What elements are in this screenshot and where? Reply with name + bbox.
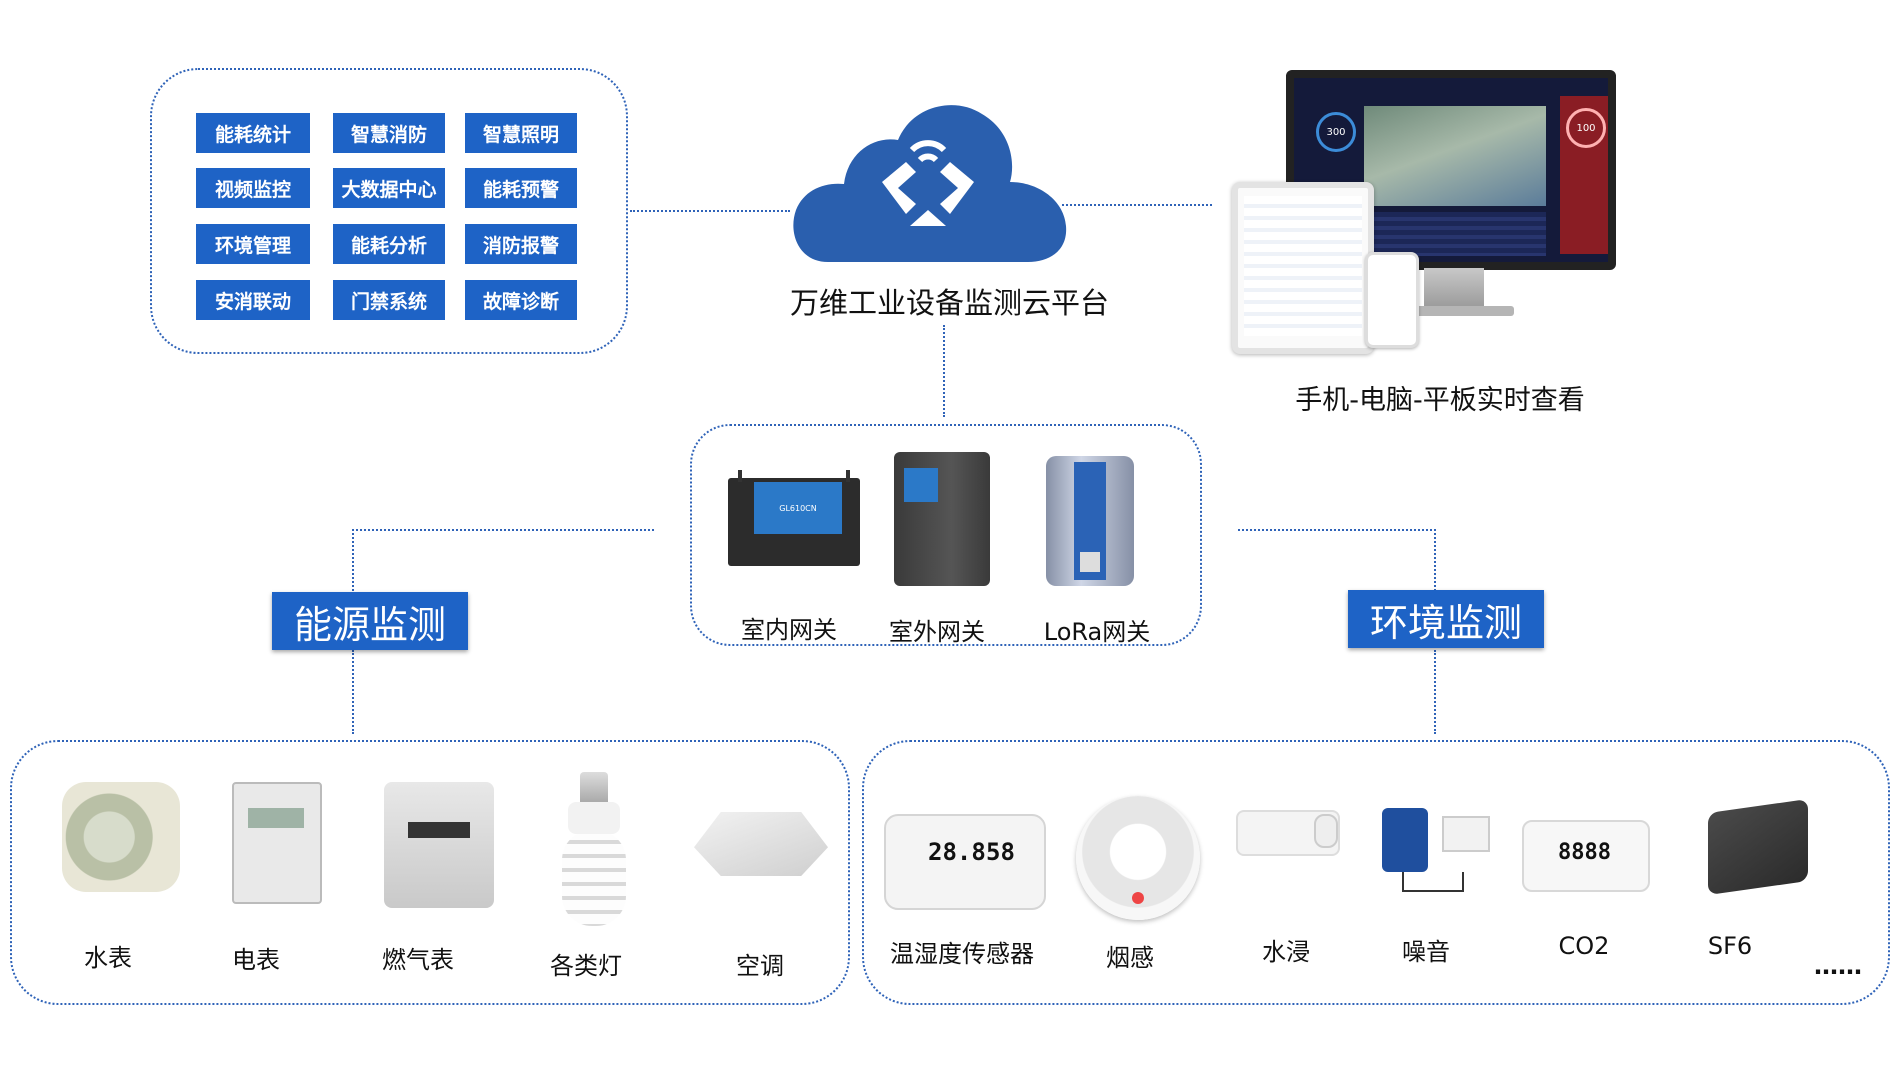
monitor-table [1364, 212, 1546, 256]
monitor-right-gauge: 100 [1566, 108, 1606, 148]
electric-meter-image [232, 782, 322, 904]
connector-gateway-energy [352, 529, 654, 531]
feature-security-fire-link[interactable]: 安消联动 [196, 280, 310, 320]
feature-video-monitoring[interactable]: 视频监控 [196, 168, 310, 208]
temp-humidity-sensor-image: 28.8 58 [884, 814, 1046, 910]
env-device-sf6: SF6 [1707, 932, 1753, 960]
air-conditioner-image [694, 812, 828, 876]
outdoor-gateway-label [904, 468, 938, 502]
lamp-neck [568, 802, 620, 834]
antenna-icon [738, 470, 742, 482]
feature-access-control[interactable]: 门禁系统 [333, 280, 445, 320]
feature-energy-analysis[interactable]: 能耗分析 [333, 224, 445, 264]
water-meter-image [62, 782, 180, 892]
indoor-gateway-panel: GL610CN [754, 482, 842, 534]
noise-sensor-probe [1442, 816, 1490, 852]
feature-environment-mgmt[interactable]: 环境管理 [196, 224, 310, 264]
sensor-temp-readout: 28.8 [928, 838, 986, 866]
connector-environment-top [1434, 529, 1436, 591]
water-leak-probe [1314, 814, 1338, 848]
indoor-gateway-image: GL610CN [724, 470, 864, 566]
gas-meter-counter [408, 822, 470, 838]
energy-device-electric-meter: 电表 [232, 946, 280, 974]
environment-devices-panel [862, 740, 1890, 1005]
category-energy-monitoring: 能源监测 [272, 592, 468, 650]
noise-sensor-cable [1402, 872, 1464, 892]
viewing-caption: 手机-电脑-平板实时查看 [1295, 385, 1585, 416]
monitor-stand [1424, 268, 1484, 308]
connector-cloud-gateways [943, 325, 945, 417]
co2-readout: 8888 [1558, 840, 1611, 865]
noise-sensor-image [1382, 808, 1428, 872]
env-device-noise: 噪音 [1402, 938, 1450, 966]
platform-title: 万维工业设备监测云平台 [790, 286, 1110, 320]
smoke-detector-led [1132, 892, 1144, 904]
feature-energy-alert[interactable]: 能耗预警 [465, 168, 577, 208]
sensor-hum-readout: 58 [986, 838, 1015, 866]
env-device-smoke: 烟感 [1106, 944, 1154, 972]
energy-device-air-conditioner: 空调 [736, 952, 784, 980]
connector-environment-bottom [1434, 650, 1436, 734]
tablet-device [1232, 182, 1374, 354]
env-device-temp-humidity: 温湿度传感器 [890, 940, 1034, 968]
qr-code-icon [1080, 552, 1100, 572]
antenna-icon [846, 470, 850, 482]
phone-device [1365, 252, 1419, 348]
cloud-icon [793, 105, 1067, 262]
sf6-sensor-image [1708, 798, 1808, 896]
gateway-label-outdoor: 室外网关 [889, 618, 985, 646]
feature-energy-stats[interactable]: 能耗统计 [196, 113, 310, 153]
monitor-left-gauge: 300 [1316, 112, 1356, 152]
monitor-base [1394, 306, 1514, 316]
gateway-label-indoor: 室内网关 [741, 616, 837, 644]
connector-gateway-environment [1238, 529, 1436, 531]
feature-smart-fire[interactable]: 智慧消防 [333, 113, 445, 153]
env-device-water-leak: 水浸 [1262, 938, 1310, 966]
feature-fault-diagnosis[interactable]: 故障诊断 [465, 280, 577, 320]
feature-big-data[interactable]: 大数据中心 [333, 168, 445, 208]
lora-gateway-image [1046, 456, 1134, 586]
env-device-co2: CO2 [1558, 932, 1610, 960]
gas-meter-image [384, 782, 494, 908]
energy-device-gas-meter: 燃气表 [382, 946, 454, 974]
lamp-spiral [562, 830, 626, 926]
energy-device-lamps: 各类灯 [550, 952, 622, 980]
feature-fire-alarm[interactable]: 消防报警 [465, 224, 577, 264]
feature-panel [150, 68, 628, 354]
lamp-base [580, 772, 608, 802]
feature-smart-lighting[interactable]: 智慧照明 [465, 113, 577, 153]
lamp-image [556, 772, 632, 930]
co2-sensor-image: 8888 [1522, 820, 1650, 892]
connector-cloud-screens [1062, 204, 1212, 206]
electric-meter-lcd [248, 808, 304, 828]
connector-features-cloud [630, 210, 790, 212]
category-environment-monitoring: 环境监测 [1348, 590, 1544, 648]
gateway-panel [690, 424, 1202, 646]
outdoor-gateway-image [894, 452, 990, 586]
connector-energy-top [352, 529, 354, 591]
energy-device-water-meter: 水表 [84, 944, 132, 972]
tablet-screen [1244, 196, 1362, 336]
gateway-label-lora: LoRa网关 [1043, 618, 1151, 646]
connector-energy-bottom [352, 650, 354, 734]
more-indicator: …… [1814, 952, 1862, 980]
smoke-detector-image [1076, 796, 1200, 920]
energy-devices-panel [10, 740, 850, 1005]
monitor-map-image [1364, 106, 1546, 206]
